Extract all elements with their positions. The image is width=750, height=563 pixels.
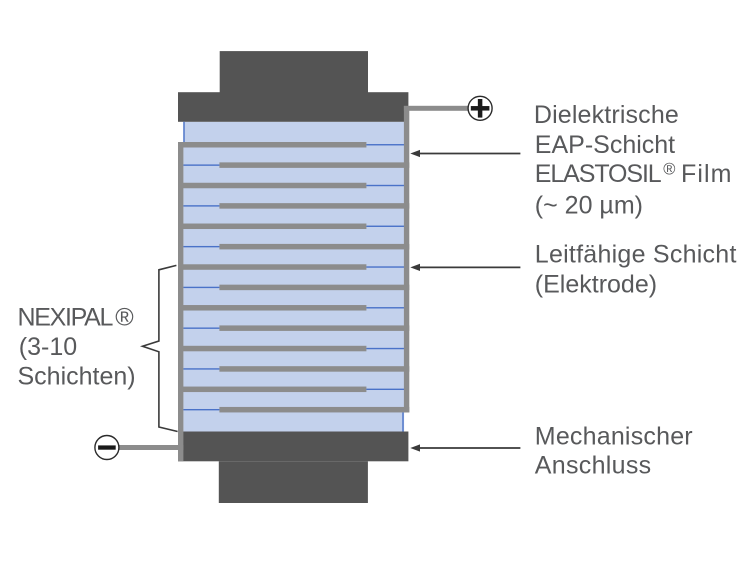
svg-text:(Elektrode): (Elektrode) bbox=[535, 271, 657, 299]
svg-text:Mechanischer: Mechanischer bbox=[535, 422, 693, 450]
svg-text:Anschluss: Anschluss bbox=[535, 452, 652, 480]
svg-text:Dielektrische: Dielektrische bbox=[534, 101, 679, 129]
svg-text:EAP-Schicht: EAP-Schicht bbox=[535, 131, 675, 159]
svg-text:(~ 20 µm): (~ 20 µm) bbox=[535, 191, 643, 219]
svg-text:Schichten): Schichten) bbox=[18, 363, 136, 391]
svg-text:ELASTOSIL®Film: ELASTOSIL®Film bbox=[535, 160, 733, 188]
svg-text:NEXIPAL®: NEXIPAL® bbox=[18, 304, 135, 332]
svg-text:Leitfähige Schicht: Leitfähige Schicht bbox=[535, 241, 737, 269]
svg-text:(3-10: (3-10 bbox=[19, 333, 77, 361]
